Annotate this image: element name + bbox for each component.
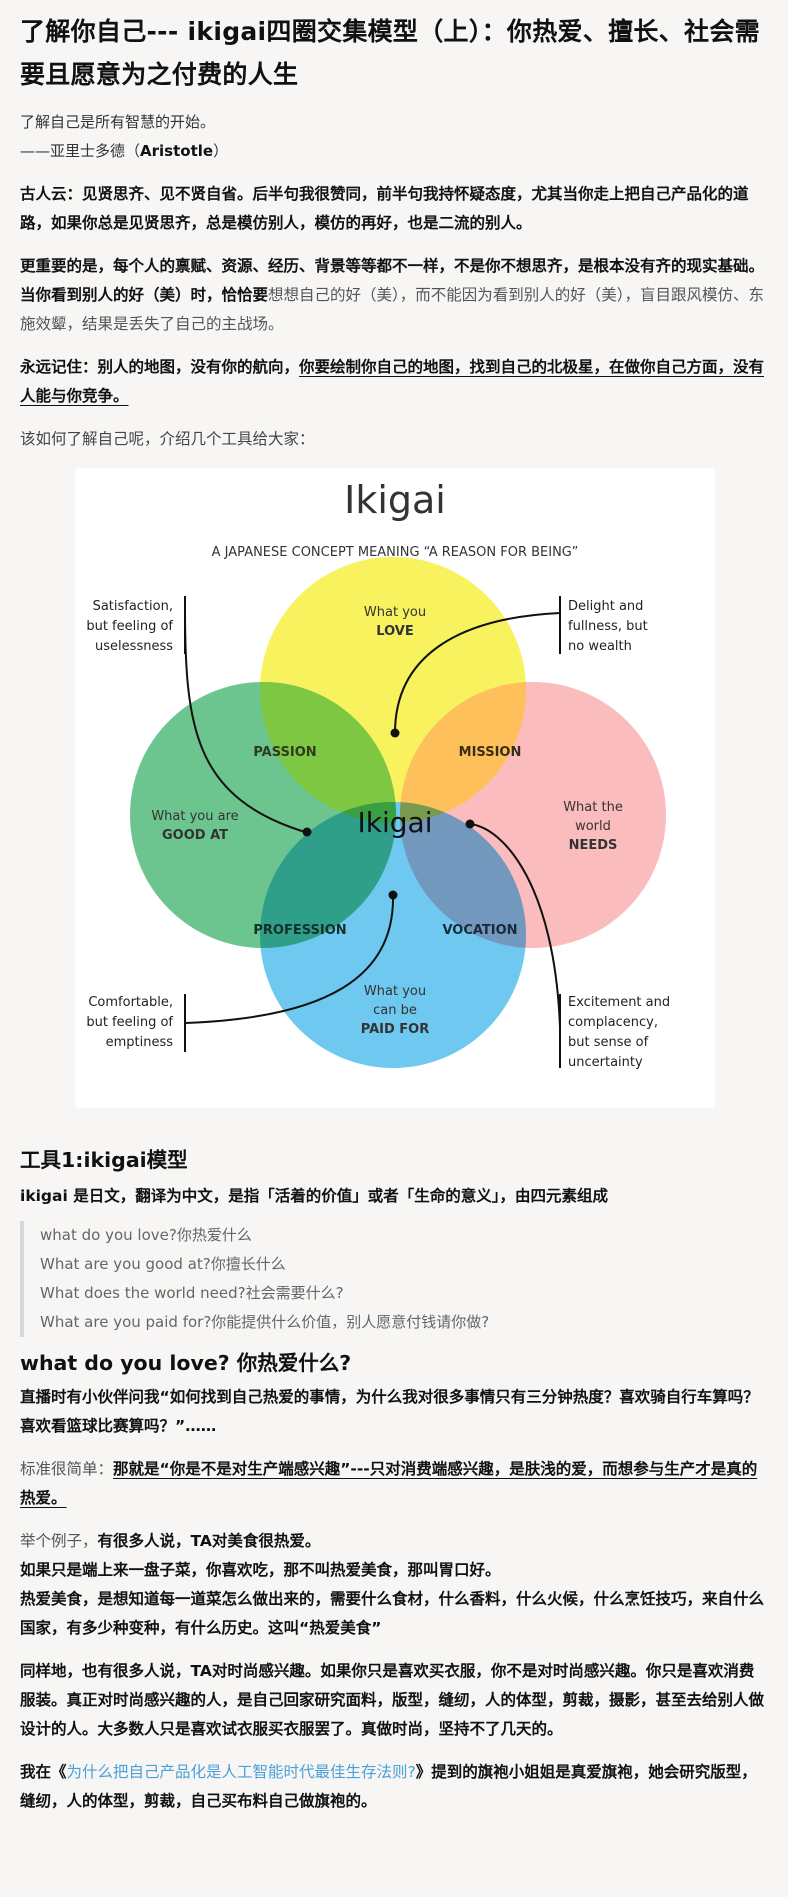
underlined-text: 你要绘制你自己的地图，找到自己的北极星，在做你自己方面，没有人能与你竞争。 [20, 358, 765, 405]
label-ikigai-center: Ikigai [358, 806, 433, 839]
diagram-subtitle: A JAPANESE CONCEPT MEANING “A REASON FOR… [212, 545, 579, 560]
article-title: 了解你自己--- ikigai四圈交集模型（上）：你热爱、擅长、社会需要且愿意为… [20, 17, 760, 89]
svg-text:emptiness: emptiness [106, 1035, 174, 1050]
svg-text:What you: What you [364, 984, 426, 999]
love-paragraph-3-line3: 热爱美食，是想知道每一道菜怎么做出来的，需要什么食材，什么香料，什么火候，什么烹… [20, 1590, 765, 1637]
section-heading-tool1: 工具1:ikigai模型 [20, 1148, 188, 1172]
svg-text:What you: What you [364, 605, 426, 620]
svg-text:but sense of: but sense of [568, 1035, 649, 1050]
elements-blockquote: what do you love?你热爱什么 What are you good… [20, 1221, 768, 1337]
label-mission: MISSION [459, 745, 522, 760]
ikigai-venn-svg: Ikigai A JAPANESE CONCEPT MEANING “A REA… [86, 478, 670, 1070]
svg-text:fullness, but: fullness, but [568, 619, 648, 634]
svg-text:Excitement and: Excitement and [568, 995, 670, 1010]
list-item: What are you good at?你擅长什么 [40, 1255, 286, 1273]
love-paragraph-4: 同样地，也有很多人说，TA对时尚感兴趣。如果你只是喜欢买衣服，你不是对时尚感兴趣… [20, 1662, 765, 1738]
label-passion: PASSION [253, 745, 316, 760]
epigraph-line: 了解自己是所有智慧的开始。 [20, 113, 216, 131]
label-vocation: VOCATION [442, 923, 517, 938]
svg-text:no wealth: no wealth [568, 639, 632, 654]
svg-text:complacency,: complacency, [568, 1015, 658, 1030]
svg-text:What you are: What you are [151, 809, 238, 824]
epigraph: 了解自己是所有智慧的开始。 ——亚里士多德（Aristotle） [20, 108, 768, 166]
label-profession: PROFESSION [253, 923, 346, 938]
svg-text:PAID FOR: PAID FOR [361, 1022, 430, 1037]
svg-text:GOOD AT: GOOD AT [162, 828, 228, 843]
svg-text:but feeling of: but feeling of [86, 619, 173, 634]
love-paragraph-1: 直播时有小伙伴问我“如何找到自己热爱的事情，为什么我对很多事情只有三分钟热度？喜… [20, 1388, 759, 1435]
list-item: What does the world need?社会需要什么? [40, 1284, 344, 1302]
list-item: what do you love?你热爱什么 [40, 1226, 252, 1244]
love-paragraph-2: 标准很简单：那就是“你是不是对生产端感兴趣”---只对消费端感兴趣，是肤浅的爱，… [20, 1460, 758, 1507]
svg-text:NEEDS: NEEDS [569, 838, 618, 853]
svg-text:uncertainty: uncertainty [568, 1055, 643, 1070]
svg-text:world: world [575, 819, 611, 834]
author-name: Aristotle [140, 142, 214, 160]
love-paragraph-5: 我在《为什么把自己产品化是人工智能时代最佳生存法则?》提到的旗袍小姐姐是真爱旗袍… [20, 1763, 757, 1810]
svg-text:Delight and: Delight and [568, 599, 643, 614]
annotations: Satisfaction, but feeling of uselessness… [86, 599, 670, 1070]
paragraph-3: 永远记住：别人的地图，没有你的航向，你要绘制你自己的地图，找到自己的北极星，在做… [20, 358, 765, 405]
love-paragraph-3-line2: 如果只是端上来一盘子菜，你喜欢吃，那不叫热爱美食，那叫胃口好。 [20, 1561, 501, 1579]
svg-text:uselessness: uselessness [95, 639, 173, 654]
ikigai-diagram: Ikigai A JAPANESE CONCEPT MEANING “A REA… [75, 468, 715, 1108]
svg-text:What the: What the [563, 800, 623, 815]
diagram-title: Ikigai [344, 478, 446, 522]
paragraph-2: 更重要的是，每个人的禀赋、资源、经历、背景等等都不一样，不是你不想思齐，是根本没… [20, 257, 765, 333]
svg-text:Comfortable,: Comfortable, [88, 995, 173, 1010]
list-item: What are you paid for?你能提供什么价值，别人愿意付钱请你做… [40, 1313, 490, 1331]
section-heading-love: what do you love? 你热爱什么? [20, 1351, 352, 1375]
annotation-lines [184, 596, 561, 1068]
epigraph-attribution: ——亚里士多德（Aristotle） [20, 142, 229, 160]
paragraph-1: 古人云：见贤思齐、见不贤自省。后半句我很赞同，前半句我持怀疑态度，尤其当你走上把… [20, 185, 749, 232]
love-paragraph-3: 举个例子，有很多人说，TA对美食很热爱。 [20, 1532, 321, 1550]
tool1-intro: ikigai 是日文，翻译为中文，是指「活着的价值」或者「生命的意义」，由四元素… [20, 1187, 608, 1205]
paragraph-4: 该如何了解自己呢，介绍几个工具给大家： [20, 430, 315, 448]
article-link[interactable]: 为什么把自己产品化是人工智能时代最佳生存法则? [66, 1763, 416, 1781]
underlined-text: 那就是“你是不是对生产端感兴趣”---只对消费端感兴趣，是肤浅的爱，而想参与生产… [20, 1460, 758, 1507]
svg-text:can be: can be [373, 1003, 417, 1018]
region-vocation [400, 802, 526, 948]
svg-text:but feeling of: but feeling of [86, 1015, 173, 1030]
svg-text:Satisfaction,: Satisfaction, [93, 599, 173, 614]
region-mission [400, 682, 526, 823]
svg-text:LOVE: LOVE [376, 624, 413, 639]
